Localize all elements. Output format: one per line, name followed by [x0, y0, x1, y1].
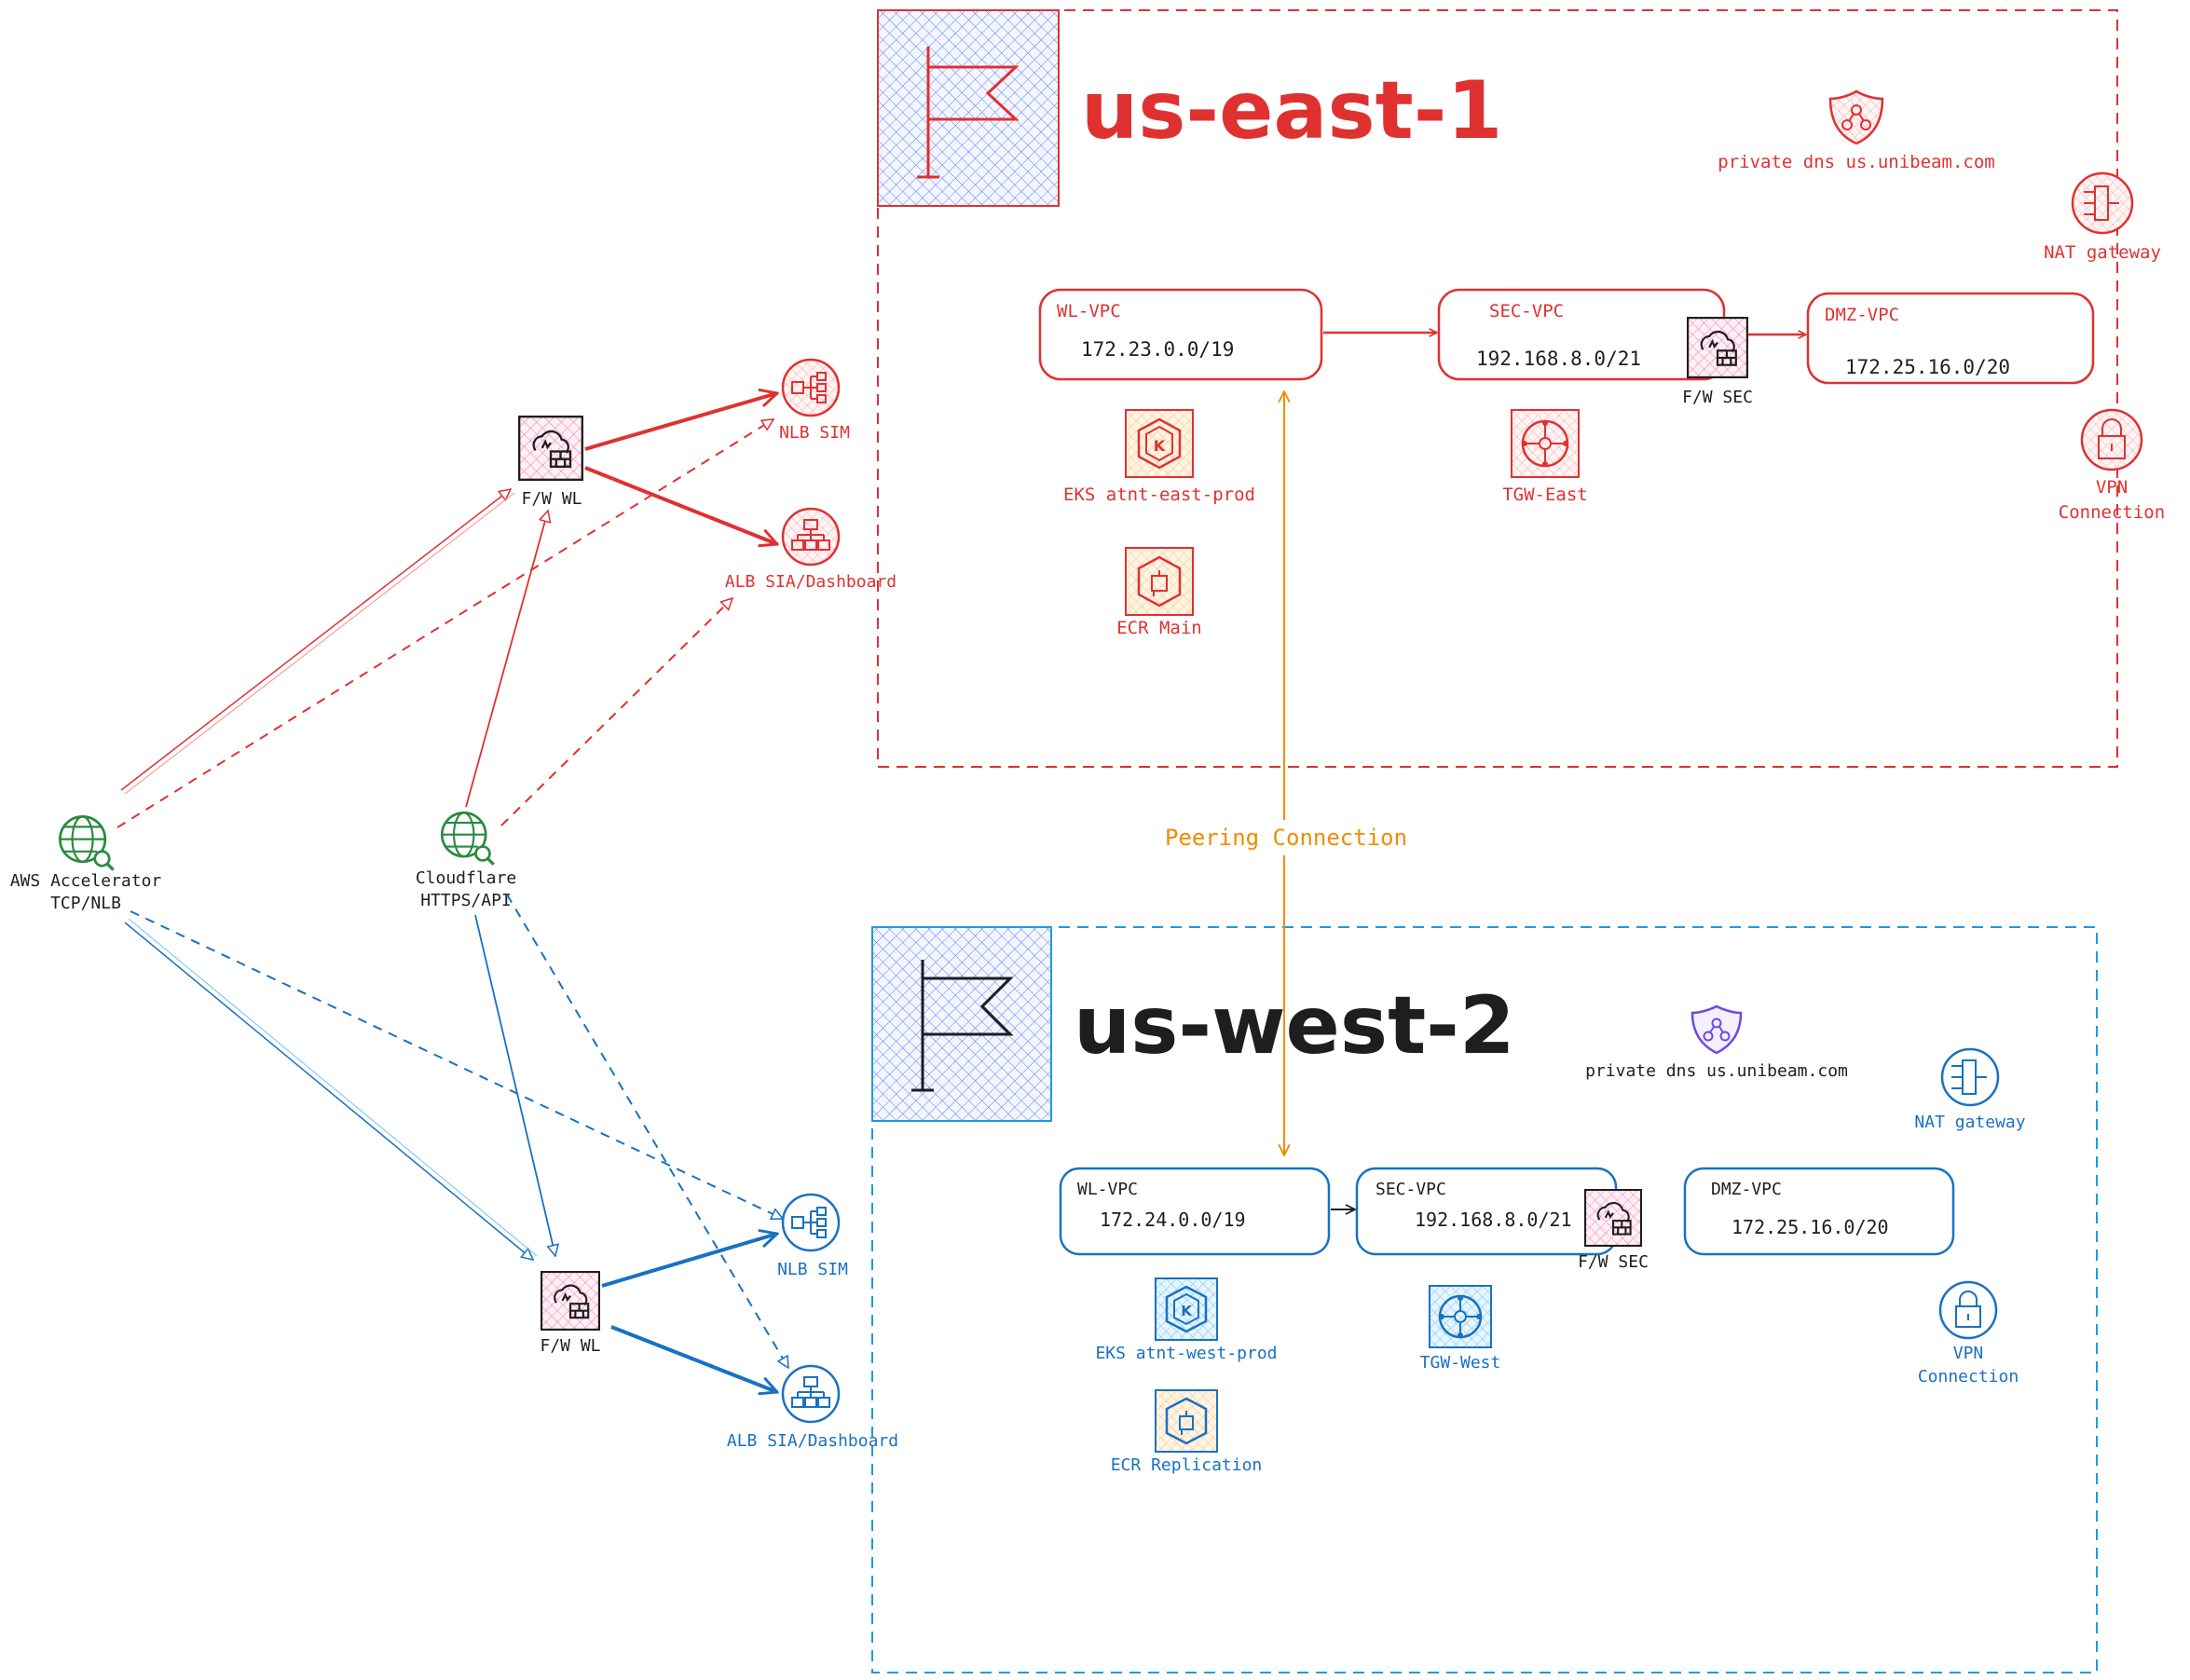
east-sec-vpc-cidr: 192.168.8.0/21	[1476, 348, 1641, 370]
east-private-dns-label: private dns us.unibeam.com	[1718, 152, 1994, 172]
east-eks-label: EKS atnt-east-prod	[1063, 485, 1255, 505]
west-fw-wl-label: F/W WL	[540, 1336, 600, 1356]
load-balancer-icon	[781, 1193, 841, 1252]
route53-icon	[1690, 1004, 1743, 1055]
transit-gateway-icon	[1511, 409, 1580, 478]
cloudflare-label-2: HTTPS/API	[420, 891, 512, 910]
west-ecr-label: ECR Replication	[1111, 1455, 1263, 1475]
vpn-lock-icon	[2080, 408, 2143, 471]
east-tgw-label: TGW-East	[1502, 485, 1588, 505]
accelerator-label-2: TCP/NLB	[50, 894, 121, 913]
east-fw-sec-label: F/W SEC	[1682, 388, 1753, 407]
firewall-icon	[518, 416, 583, 481]
east-vpn-label-2: Connection	[2059, 502, 2165, 523]
route53-icon	[1828, 89, 1884, 145]
west-sec-vpc-name: SEC-VPC	[1376, 1180, 1446, 1199]
east-wl-vpc-name: WL-VPC	[1057, 301, 1121, 321]
svg-text:K: K	[1154, 437, 1166, 455]
west-alb-label: ALB SIA/Dashboard	[727, 1431, 898, 1451]
east-ecr-label: ECR Main	[1116, 618, 1202, 638]
west-eks-label: EKS atnt-west-prod	[1095, 1344, 1277, 1363]
us-east-1-region-boundary	[877, 9, 2118, 768]
west-fw-sec-label: F/W SEC	[1578, 1252, 1649, 1272]
west-dmz-vpc: DMZ-VPC 172.25.16.0/20	[1683, 1167, 1955, 1256]
firewall-icon	[1687, 317, 1748, 378]
west-wl-vpc: WL-VPC 172.24.0.0/19	[1059, 1167, 1331, 1256]
east-region-title: us-east-1	[1081, 64, 1502, 157]
east-dmz-vpc-name: DMZ-VPC	[1825, 305, 1899, 325]
west-private-dns-label: private dns us.unibeam.com	[1585, 1061, 1848, 1081]
west-vpn-label-1: VPN	[1953, 1344, 1984, 1363]
east-dmz-vpc: DMZ-VPC 172.25.16.0/20	[1806, 292, 2095, 385]
west-nat-gateway-label: NAT gateway	[1914, 1113, 2025, 1132]
west-wl-vpc-name: WL-VPC	[1077, 1180, 1138, 1199]
east-vpn-label-1: VPN	[2096, 477, 2128, 498]
us-west-2-region-boundary	[871, 926, 2098, 1673]
west-region-title: us-west-2	[1074, 979, 1515, 1072]
eks-icon: K	[1125, 409, 1194, 478]
globe-search-icon	[440, 811, 496, 867]
east-sec-vpc-name: SEC-VPC	[1489, 301, 1564, 321]
transit-gateway-icon	[1429, 1285, 1492, 1348]
load-balancer-icon	[781, 358, 841, 417]
vpn-lock-icon	[1938, 1280, 1998, 1340]
eks-icon: K	[1155, 1277, 1218, 1341]
load-balancer-icon	[781, 1364, 841, 1424]
east-dmz-vpc-cidr: 172.25.16.0/20	[1845, 356, 2010, 378]
east-nat-gateway-label: NAT gateway	[2044, 242, 2161, 263]
east-alb-label: ALB SIA/Dashboard	[725, 572, 897, 592]
west-traffic-connectors	[124, 894, 788, 1392]
east-sec-vpc: SEC-VPC 192.168.8.0/21	[1437, 288, 1726, 381]
west-vpn-label-2: Connection	[1918, 1367, 2019, 1386]
nat-gateway-icon	[2071, 171, 2134, 235]
east-nlb-label: NLB SIM	[779, 423, 850, 443]
west-tgw-label: TGW-West	[1420, 1353, 1501, 1373]
west-sec-vpc-cidr: 192.168.8.0/21	[1415, 1209, 1572, 1231]
svg-text:K: K	[1181, 1303, 1193, 1319]
nat-gateway-icon	[1940, 1047, 2000, 1107]
accelerator-label-1: AWS Accelerator	[10, 871, 162, 891]
globe-search-icon	[58, 814, 116, 872]
west-sec-vpc: SEC-VPC 192.168.8.0/21	[1355, 1167, 1618, 1256]
west-wl-vpc-cidr: 172.24.0.0/19	[1100, 1209, 1246, 1231]
peering-connection-label: Peering Connection	[1165, 825, 1407, 851]
east-traffic-connectors	[116, 393, 777, 828]
west-dmz-vpc-cidr: 172.25.16.0/20	[1731, 1216, 1889, 1238]
east-wl-vpc: WL-VPC 172.23.0.0/19	[1038, 288, 1323, 381]
load-balancer-icon	[781, 507, 841, 567]
ecr-icon	[1155, 1389, 1218, 1453]
firewall-icon	[541, 1271, 600, 1331]
west-dmz-vpc-name: DMZ-VPC	[1711, 1180, 1782, 1199]
flag-icon	[871, 926, 1052, 1122]
cloudflare-label-1: Cloudflare	[416, 868, 516, 888]
east-wl-vpc-cidr: 172.23.0.0/19	[1081, 338, 1234, 361]
ecr-icon	[1125, 547, 1194, 616]
flag-icon	[877, 9, 1060, 207]
firewall-icon	[1584, 1189, 1642, 1247]
west-nlb-label: NLB SIM	[777, 1260, 848, 1279]
east-fw-wl-label: F/W WL	[521, 489, 582, 509]
